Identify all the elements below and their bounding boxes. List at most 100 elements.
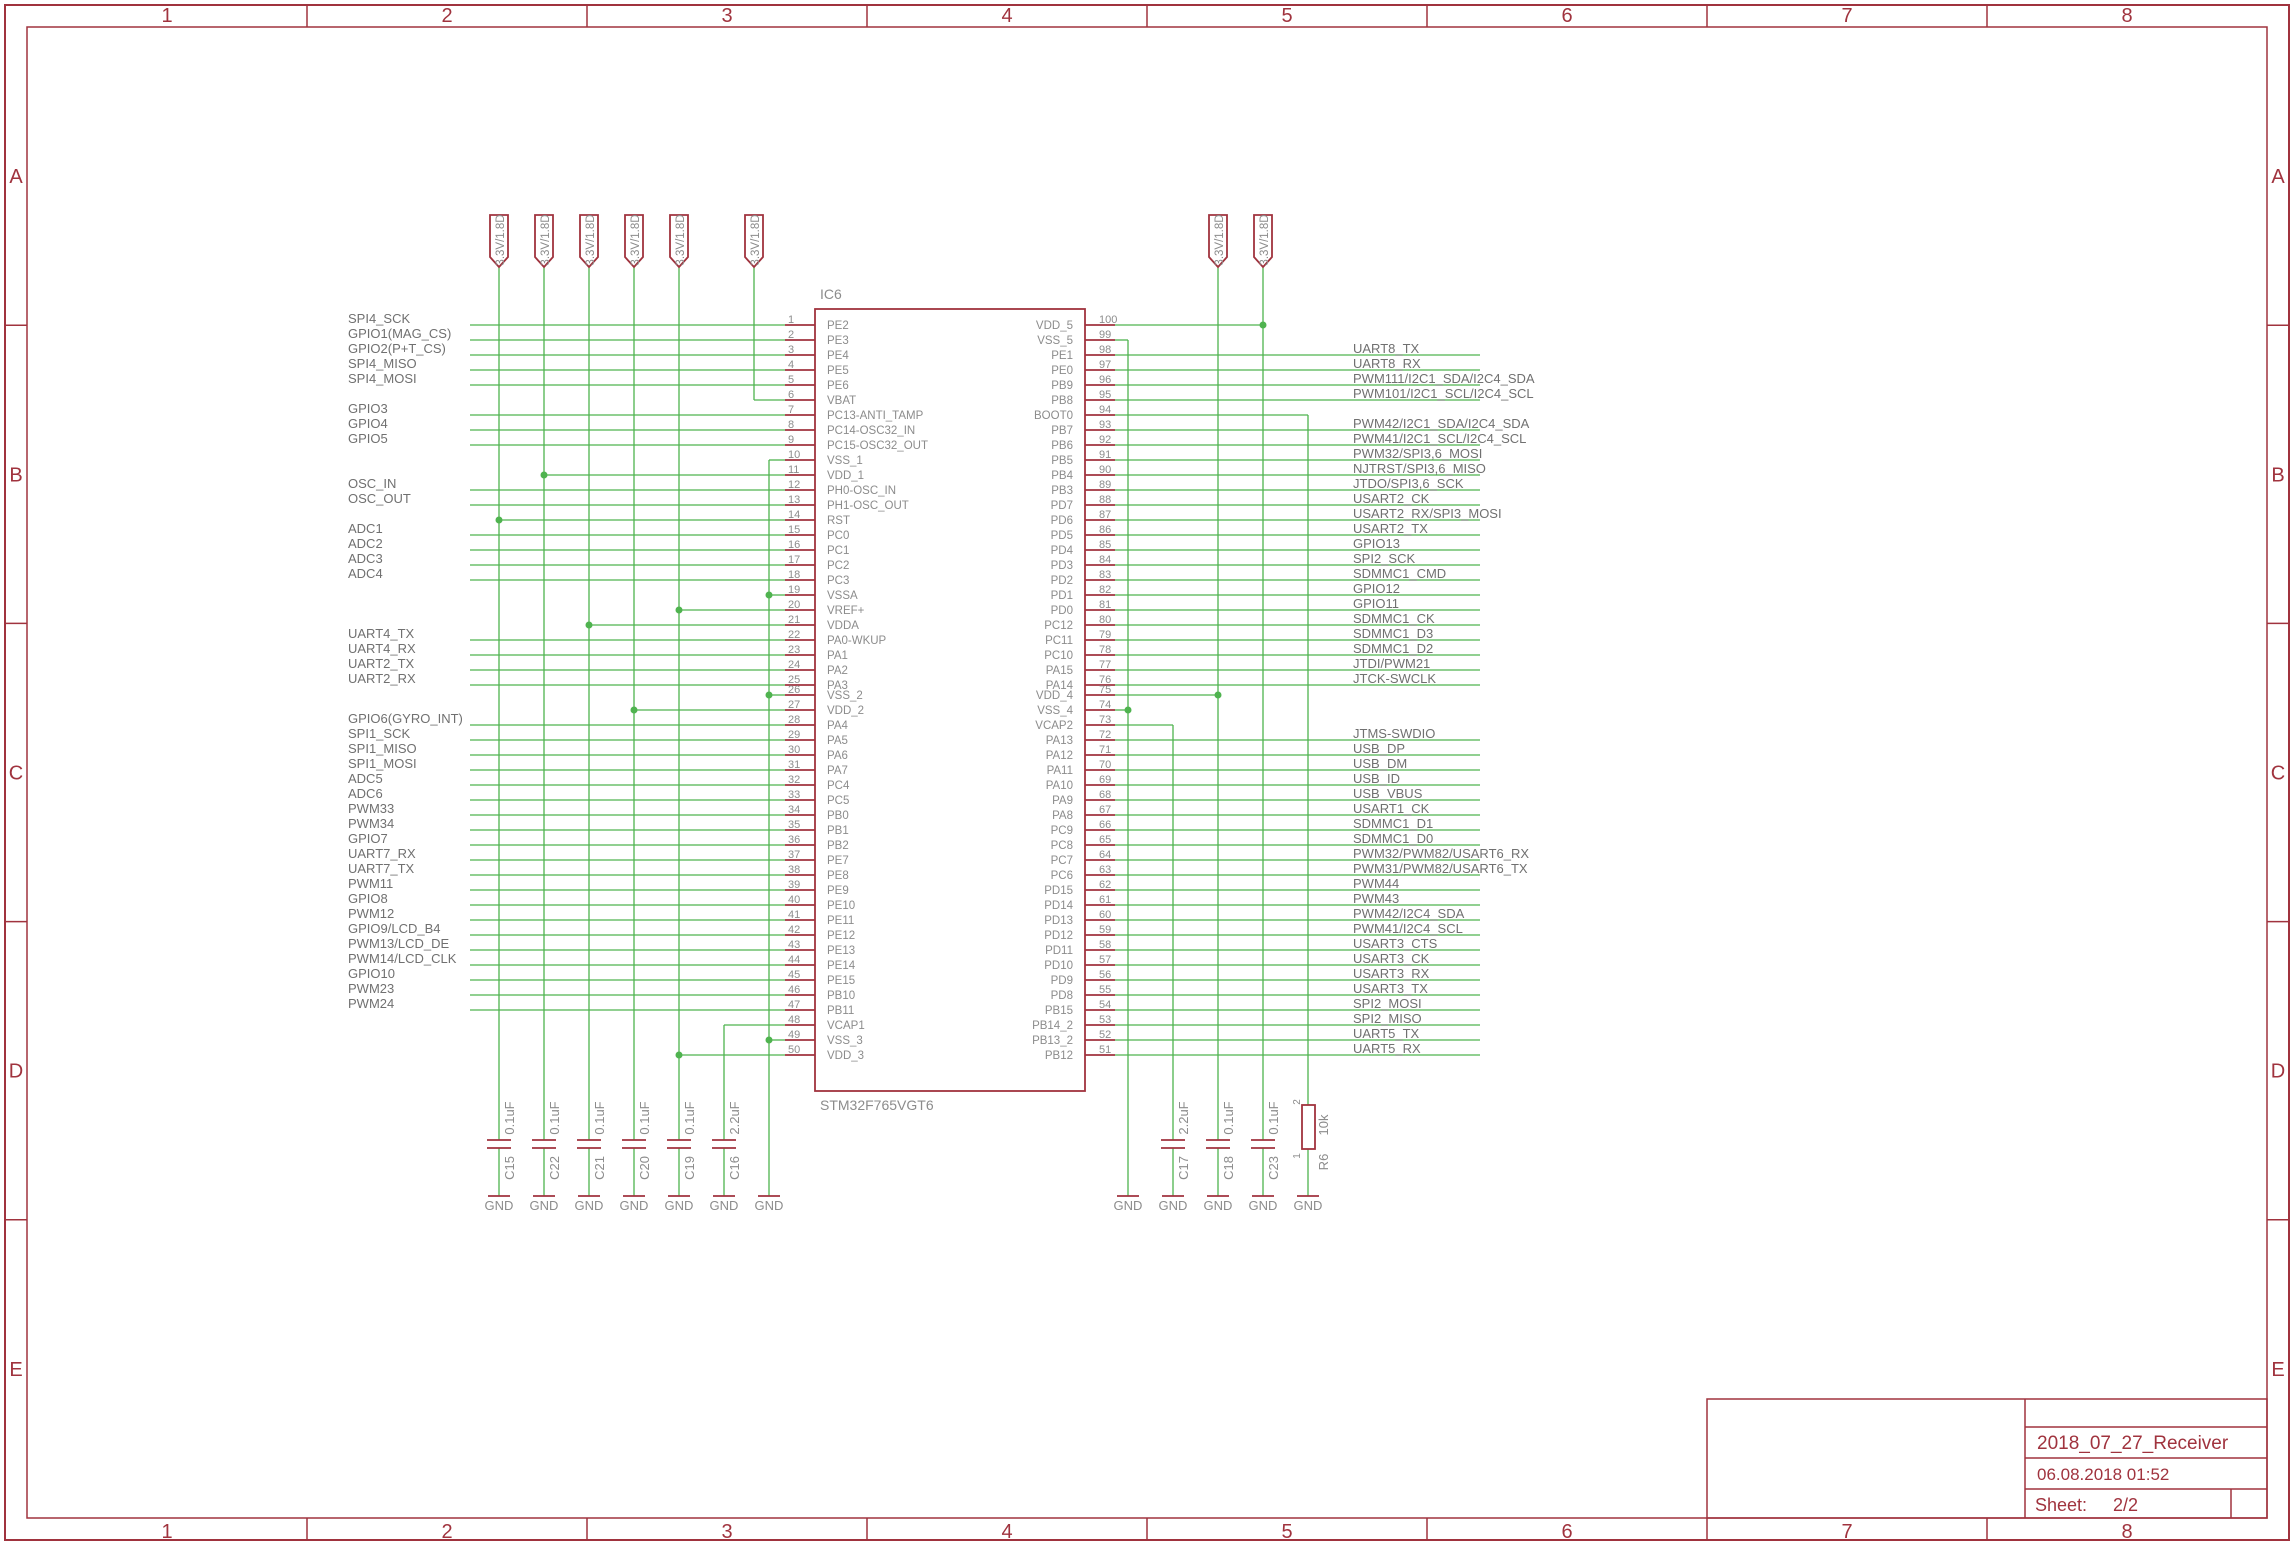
- capacitor-ref: C16: [727, 1156, 742, 1180]
- ic-pin-name-VCAP2: VCAP2: [1035, 720, 1073, 732]
- ic-pin-name-PD12: PD12: [1044, 930, 1073, 942]
- ic-pin-name-PC5: PC5: [827, 795, 849, 807]
- ic-pin-num-38: 38: [788, 864, 800, 876]
- net-label-right: USART2_RX/SPI3_MOSI: [1353, 506, 1502, 521]
- ic-pin-num-49: 49: [788, 1029, 800, 1041]
- ic-pin-num-3: 3: [788, 344, 794, 356]
- ic-pin-name-PE11: PE11: [827, 915, 854, 927]
- ic-pin-name-PC10: PC10: [1044, 650, 1073, 662]
- capacitor-value: 2.2uF: [1176, 1101, 1191, 1134]
- ic-pin-num-47: 47: [788, 999, 800, 1011]
- ic-pin-num-46: 46: [788, 984, 800, 996]
- net-label-left: UART2_TX: [348, 656, 415, 671]
- ic-pin-name-PC2: PC2: [827, 560, 849, 572]
- ic-pin-num-41: 41: [788, 909, 800, 921]
- net-label-right: GPIO11: [1353, 596, 1399, 611]
- ic-pin-name-PB15: PB15: [1045, 1005, 1073, 1017]
- frame-col-top-5: 5: [1281, 5, 1292, 27]
- ic-pin-name-PB4: PB4: [1051, 470, 1073, 482]
- ic-pin-name-PB8: PB8: [1051, 395, 1073, 407]
- ic-pin-num-79: 79: [1099, 629, 1111, 641]
- net-label-left: SPI1_SCK: [348, 726, 410, 741]
- net-label-right: JTDI/PWM21: [1353, 656, 1430, 671]
- title-block-title: 2018_07_27_Receiver: [2037, 1433, 2229, 1454]
- net-label-right: PWM101/I2C1_SCL/I2C4_SCL: [1353, 386, 1534, 401]
- net-label-right: JTDO/SPI3,6_SCK: [1353, 476, 1464, 491]
- ic-pin-num-13: 13: [788, 494, 800, 506]
- ic-pin-name-BOOT0: BOOT0: [1034, 410, 1073, 422]
- net-label-left: PWM34: [348, 816, 394, 831]
- ic-pin-name-PH0-OSC_IN: PH0-OSC_IN: [827, 485, 896, 497]
- power-label: 3.3V/1.8D: [750, 214, 762, 265]
- net-label-left: PWM11: [348, 876, 393, 891]
- net-label-right: SPI2_MISO: [1353, 1011, 1422, 1026]
- frame-col-top-6: 6: [1561, 5, 1572, 27]
- gnd-label: GND: [665, 1198, 694, 1213]
- ic-pin-num-86: 86: [1099, 524, 1111, 536]
- ic-pin-num-43: 43: [788, 939, 800, 951]
- ic-pin-num-89: 89: [1099, 479, 1111, 491]
- net-label-right: SDMMC1_D2: [1353, 641, 1433, 656]
- ic-pin-num-72: 72: [1099, 729, 1111, 741]
- ic-pin-name-PD1: PD1: [1051, 590, 1073, 602]
- ic-pin-name-PE3: PE3: [827, 335, 849, 347]
- power-label: 3.3V/1.8D: [1259, 214, 1271, 265]
- ic-pin-name-PB6: PB6: [1051, 440, 1073, 452]
- ic-pin-num-91: 91: [1099, 449, 1111, 461]
- frame-col-top-4: 4: [1001, 5, 1012, 27]
- ic-pin-num-50: 50: [788, 1044, 800, 1056]
- net-label-left: ADC6: [348, 786, 383, 801]
- ic-pin-num-73: 73: [1099, 714, 1111, 726]
- net-label-left: GPIO6(GYRO_INT): [348, 711, 463, 726]
- net-label-left: PWM33: [348, 801, 394, 816]
- ic-pin-name-PD5: PD5: [1051, 530, 1073, 542]
- net-label-left: PWM23: [348, 981, 394, 996]
- ic-pin-num-94: 94: [1099, 404, 1111, 416]
- net-label-right: UART5_RX: [1353, 1041, 1421, 1056]
- net-label-left: UART4_TX: [348, 626, 415, 641]
- ic-pin-num-36: 36: [788, 834, 800, 846]
- ic-pin-num-63: 63: [1099, 864, 1111, 876]
- ic-pin-name-PC13-ANTI_TAMP: PC13-ANTI_TAMP: [827, 410, 924, 422]
- ic-pin-num-37: 37: [788, 849, 800, 861]
- frame-row-left-C: C: [9, 763, 23, 785]
- capacitor-value: 0.1uF: [637, 1101, 652, 1134]
- frame-col-bottom-5: 5: [1281, 1521, 1292, 1543]
- net-label-right: SDMMC1_D3: [1353, 626, 1433, 641]
- net-label-left: ADC2: [348, 536, 383, 551]
- ic-pin-num-69: 69: [1099, 774, 1111, 786]
- ic-pin-name-PB14_2: PB14_2: [1032, 1020, 1073, 1032]
- ic-pin-name-VREF+: VREF+: [827, 605, 865, 617]
- net-label-left: ADC1: [348, 521, 383, 536]
- ic-pin-num-82: 82: [1099, 584, 1111, 596]
- junctions: [495, 321, 1267, 1059]
- ic-pin-num-2: 2: [788, 329, 794, 341]
- ic-pin-name-PC7: PC7: [1051, 855, 1073, 867]
- frame-col-bottom-6: 6: [1561, 1521, 1572, 1543]
- net-label-right: NJTRST/SPI3,6_MISO: [1353, 461, 1486, 476]
- power-label: 3.3V/1.8D: [630, 214, 642, 265]
- net-label-left: ADC5: [348, 771, 383, 786]
- ic-pin-name-PD9: PD9: [1051, 975, 1073, 987]
- ic-pin-num-42: 42: [788, 924, 800, 936]
- net-label-left: PWM24: [348, 996, 394, 1011]
- ic-pin-num-29: 29: [788, 729, 800, 741]
- ic-pin-name-PD3: PD3: [1051, 560, 1073, 572]
- ic-pin-name-PE13: PE13: [827, 945, 855, 957]
- ic-pin-num-87: 87: [1099, 509, 1111, 521]
- frame-row-left-E: E: [9, 1359, 22, 1381]
- ic-pin-name-PE10: PE10: [827, 900, 855, 912]
- ic-pin-num-20: 20: [788, 599, 800, 611]
- ic-pin-num-54: 54: [1099, 999, 1111, 1011]
- net-label-right: USB_VBUS: [1353, 786, 1423, 801]
- net-label-right: SDMMC1_D1: [1353, 816, 1433, 831]
- net-label-left: GPIO7: [348, 831, 388, 846]
- net-label-right: PWM41/I2C4_SCL: [1353, 921, 1463, 936]
- net-label-right: JTMS-SWDIO: [1353, 726, 1435, 741]
- ic-pin-name-PC15-OSC32_OUT: PC15-OSC32_OUT: [827, 440, 928, 452]
- ic-pin-num-60: 60: [1099, 909, 1111, 921]
- ic-pin-num-44: 44: [788, 954, 800, 966]
- ic-pin-name-PB1: PB1: [827, 825, 849, 837]
- net-label-left: OSC_OUT: [348, 491, 411, 506]
- ic-pin-num-59: 59: [1099, 924, 1111, 936]
